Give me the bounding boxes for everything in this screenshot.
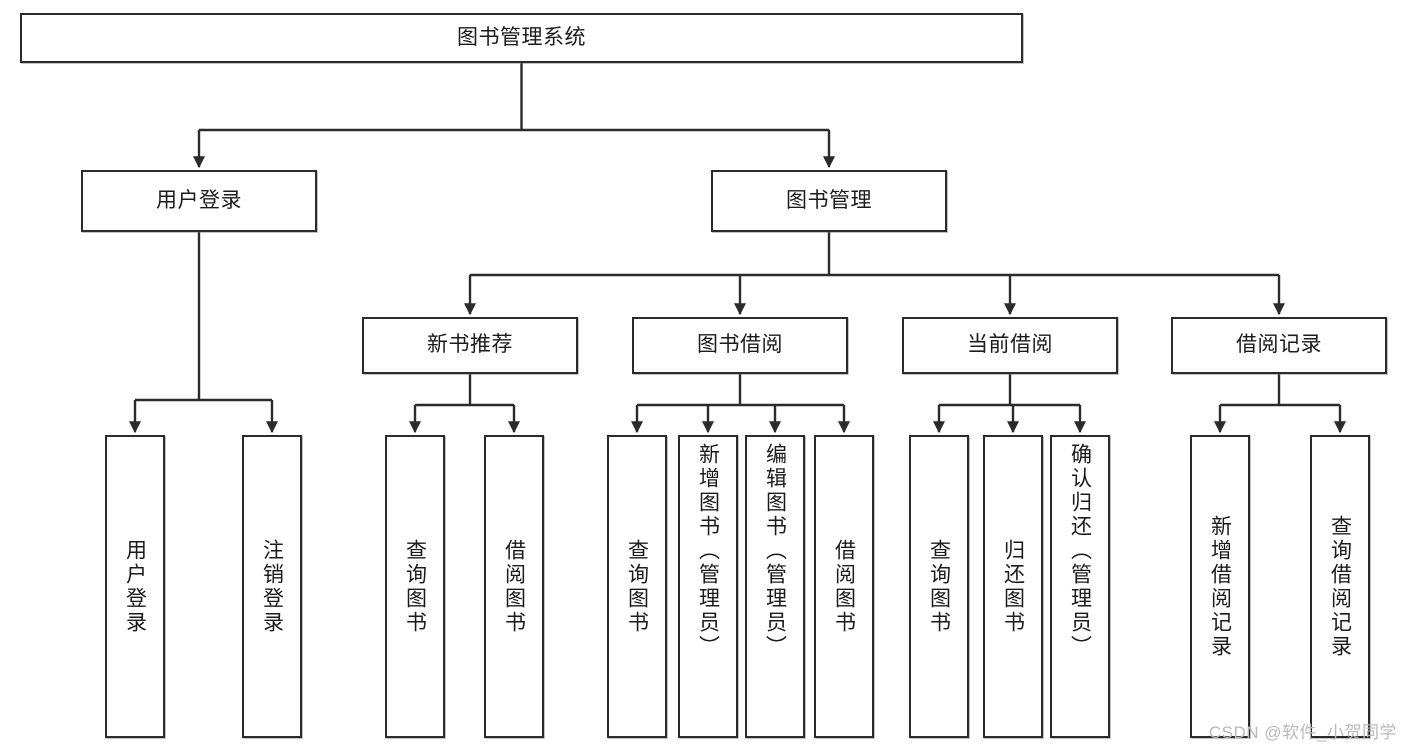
node-book-borrow-label: 图书借阅: [697, 333, 783, 357]
node-leaf-logout[interactable]: 注销登录: [242, 435, 302, 738]
node-leaf-edit-book-label: 编辑图书（管理员）: [763, 443, 787, 659]
watermark: CSDN @软件_小贺同学: [1208, 723, 1397, 742]
node-leaf-add-record[interactable]: 新增借阅记录: [1190, 435, 1250, 738]
node-borrow-record-label: 借阅记录: [1236, 333, 1322, 357]
node-leaf-query-book-cur[interactable]: 查询图书: [909, 435, 969, 738]
node-new-book-recommend[interactable]: 新书推荐: [362, 317, 578, 374]
node-leaf-query-book-rec[interactable]: 查询图书: [385, 435, 445, 738]
node-leaf-borrow-book-bor-label: 借阅图书: [832, 538, 856, 635]
node-borrow-record[interactable]: 借阅记录: [1171, 317, 1387, 374]
node-leaf-query-book-bor-label: 查询图书: [625, 538, 649, 635]
node-book-manage-label: 图书管理: [786, 188, 872, 212]
node-leaf-query-book-cur-label: 查询图书: [927, 538, 951, 635]
node-book-manage[interactable]: 图书管理: [711, 170, 947, 232]
node-new-book-recommend-label: 新书推荐: [427, 333, 513, 357]
node-leaf-borrow-book-rec-label: 借阅图书: [502, 538, 526, 635]
node-leaf-return-book[interactable]: 归还图书: [983, 435, 1043, 738]
node-user-login-label: 用户登录: [156, 188, 242, 212]
node-leaf-logout-label: 注销登录: [260, 538, 284, 635]
node-leaf-confirm-return-label: 确认归还（管理员）: [1068, 443, 1092, 659]
node-leaf-user-login-label: 用户登录: [123, 538, 147, 635]
node-book-borrow[interactable]: 图书借阅: [632, 317, 848, 374]
node-root[interactable]: 图书管理系统: [20, 13, 1023, 63]
node-leaf-query-book-rec-label: 查询图书: [403, 538, 427, 635]
node-leaf-confirm-return[interactable]: 确认归还（管理员）: [1050, 435, 1110, 738]
node-leaf-borrow-book-bor[interactable]: 借阅图书: [814, 435, 874, 738]
node-user-login[interactable]: 用户登录: [81, 170, 317, 232]
node-leaf-query-book-bor[interactable]: 查询图书: [607, 435, 667, 738]
node-leaf-add-book[interactable]: 新增图书（管理员）: [678, 435, 738, 738]
node-leaf-return-book-label: 归还图书: [1001, 538, 1025, 635]
node-current-borrow-label: 当前借阅: [967, 333, 1053, 357]
node-leaf-edit-book[interactable]: 编辑图书（管理员）: [745, 435, 805, 738]
node-leaf-borrow-book-rec[interactable]: 借阅图书: [484, 435, 544, 738]
node-current-borrow[interactable]: 当前借阅: [902, 317, 1118, 374]
node-leaf-add-record-label: 新增借阅记录: [1208, 514, 1232, 659]
node-leaf-user-login[interactable]: 用户登录: [105, 435, 165, 738]
node-root-label: 图书管理系统: [457, 25, 586, 49]
node-leaf-query-record-label: 查询借阅记录: [1328, 514, 1352, 659]
node-leaf-query-record[interactable]: 查询借阅记录: [1310, 435, 1370, 738]
node-leaf-add-book-label: 新增图书（管理员）: [696, 443, 720, 659]
